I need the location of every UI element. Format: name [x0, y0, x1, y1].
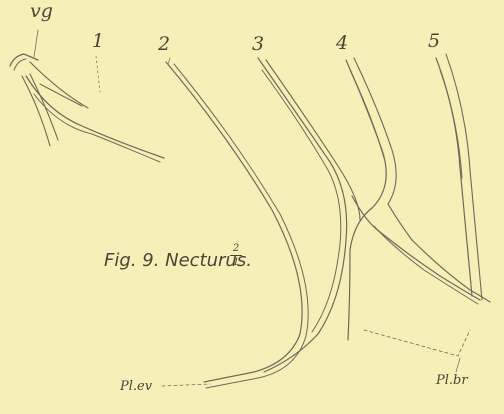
scale-denominator: 1 — [230, 257, 242, 268]
vessel-5-b — [446, 54, 482, 300]
vg-leader — [34, 30, 38, 57]
vessel-1-upper — [30, 62, 88, 108]
vessel-3-b — [266, 60, 360, 220]
plbr-frame — [364, 330, 470, 356]
scale-numerator: 2 — [230, 243, 242, 254]
vessel-1-label: 1 — [92, 30, 104, 52]
plbr-leader — [456, 358, 460, 372]
vessel-2-leader — [168, 58, 170, 64]
vessel-1-lower-b — [34, 94, 160, 162]
junction-mid — [374, 226, 478, 304]
vessel-2-dashed — [162, 384, 210, 386]
vg-stump-inner — [14, 59, 26, 70]
vessel-4-label: 4 — [336, 32, 348, 54]
vessel-2-outer — [166, 62, 302, 382]
vessel-5-c — [440, 70, 462, 178]
vg-label: vg — [30, 0, 53, 22]
junction-left — [352, 196, 480, 300]
vessel-1-leader — [96, 56, 100, 92]
fraction-bar — [230, 255, 242, 256]
plev-label: Pl.ev — [120, 379, 152, 394]
scale-fraction: 2 1 — [230, 243, 242, 268]
vessel-4-a — [346, 60, 386, 340]
plbr-label: Pl.br — [436, 373, 468, 388]
vessel-5-label: 5 — [428, 30, 440, 52]
vessel-5-a — [436, 58, 472, 296]
vessel-3-label: 3 — [252, 33, 264, 55]
vessel-1-left — [22, 74, 58, 146]
vessel-2-label: 2 — [158, 33, 170, 55]
vessel-2-inner — [174, 64, 308, 388]
vessel-3-a — [258, 58, 347, 372]
vessel-1-lower — [26, 76, 164, 158]
